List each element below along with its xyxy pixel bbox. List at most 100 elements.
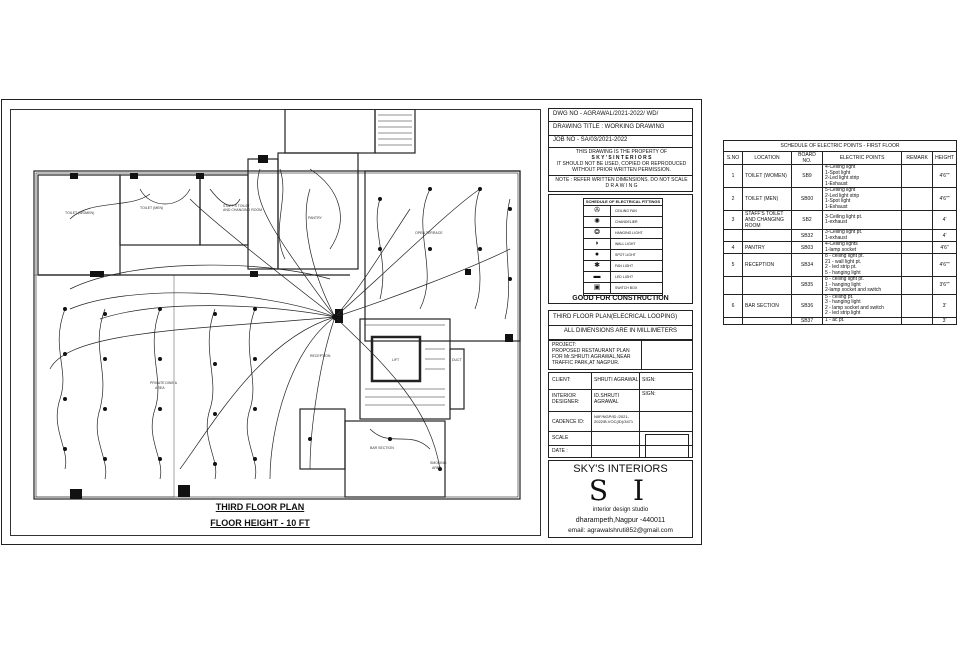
property-owner: S K Y ' S I N T E R I O R S: [591, 155, 652, 161]
row-location: [742, 276, 792, 295]
svg-text:PRIVATE DINE &: PRIVATE DINE &: [150, 381, 178, 385]
svg-text:RECEPTION: RECEPTION: [310, 354, 331, 358]
schedule-header: HEIGHT: [932, 151, 957, 165]
date-label: DATE :: [552, 448, 568, 454]
schedule-header: ELECTRIC POINTS: [821, 151, 903, 165]
legend-label: SPOT LIGHT: [615, 253, 636, 257]
project-info: PROJECT: PROPOSED RESTAURANT PLAN FOR Mr…: [548, 340, 693, 370]
project-text: PROJECT: PROPOSED RESTAURANT PLAN FOR Mr…: [552, 342, 631, 366]
row-sno: [723, 316, 743, 325]
plan-info: THIRD FLOOR PLAN(ELECRICAL LOOPING) ALL …: [548, 310, 693, 340]
point-item: 1 - ac pt.: [825, 316, 845, 323]
svg-text:BAR SECTION: BAR SECTION: [370, 446, 394, 450]
drawing-title: THIRD FLOOR PLAN: [215, 502, 305, 512]
firm-block: SKY'S INTERIORS S I interior design stud…: [548, 460, 693, 538]
svg-text:PANTRY: PANTRY: [308, 216, 323, 220]
point-item: 1-Spot light: [825, 169, 851, 176]
point-item: 5-Ceiling light: [825, 187, 856, 193]
point-item: 2-Led light strip: [825, 192, 860, 199]
row-height: 4'6": [932, 241, 957, 254]
point-item: 4-Ceiling light: [825, 164, 856, 170]
point-item: 5 - hanging light: [825, 269, 861, 276]
row-remark: [901, 187, 934, 211]
schedule-header: S.NO: [723, 151, 743, 165]
cadence-value: NIIF/NGP/ID /2021-2022/B.VOC(ID)/3471: [594, 414, 634, 424]
legend-item: ✱FAN LIGHT: [584, 261, 662, 272]
point-item: 4-Ceiling lights: [825, 241, 858, 247]
floor-plan-drawing: TOILET (WOMEN) TOILET (MEN) STAFF'S TOIL…: [33, 109, 521, 500]
firm-email: email: agrawalshruti852@gmail.com: [568, 527, 673, 534]
dwg-no: DWG NO - AGRAWAL/2021-2022/ WD/: [553, 111, 659, 117]
point-item: 8 - ceiling light pt.: [825, 253, 864, 259]
row-board: SB32: [791, 229, 823, 242]
row-location: RECEPTION: [742, 253, 792, 277]
drawing-sheet: [1, 99, 702, 545]
row-remark: [901, 210, 934, 230]
row-location: BAR SECTION: [742, 293, 792, 318]
point-item: 1-exhaust: [825, 219, 847, 225]
row-height: 3': [932, 316, 957, 325]
stamp-box: [645, 434, 689, 458]
row-sno: 5: [723, 253, 743, 277]
row-location: TOILET (WOMEN): [742, 164, 792, 188]
row-board: SB36: [791, 293, 823, 318]
floor-height-label: FLOOR HEIGHT - 10 FT: [210, 518, 310, 528]
scale-label: SCALE: [552, 435, 569, 441]
point-item: 1-Spot light: [825, 198, 851, 204]
svg-text:AREA: AREA: [432, 466, 442, 470]
legend-label: HANGING LIGHT: [615, 231, 643, 235]
row-sno: [723, 276, 743, 295]
dimensions-note: ALL DIMENSIONS ARE IN MILLIMETERS: [563, 328, 678, 334]
row-height: 4'6"": [932, 187, 957, 211]
row-height: 4'6"": [932, 164, 957, 188]
client-label: CLIENT:: [552, 377, 571, 383]
schedule-title: SCHEDULE OF ELECTRIC POINTS - FIRST FLOO…: [723, 140, 957, 152]
point-item: 8 - ceiling light pt.: [825, 276, 864, 282]
floor-plan-frame: [10, 109, 541, 536]
row-location: [742, 229, 792, 242]
row-location: TOILET (MEN): [742, 187, 792, 211]
client-sign-label: SIGN:: [642, 377, 656, 383]
title-block-header: DWG NO - AGRAWAL/2021-2022/ WD/ DRAWING …: [548, 108, 693, 192]
row-sno: 3: [723, 210, 743, 230]
point-item: 1-exhaust: [825, 234, 847, 241]
row-remark: [901, 316, 934, 325]
point-item: 5 - ceiling pt.: [825, 293, 854, 300]
row-board: SB37: [791, 316, 823, 325]
legend-item: ✇CEILING FAN: [584, 206, 662, 217]
svg-text:LIFT: LIFT: [392, 358, 400, 362]
legend-symbol-icon: ✇: [584, 206, 611, 216]
property-note-3: WITHOUT PRIOR WRITTEN PERMISSION.: [572, 167, 671, 173]
row-board: SB00: [791, 187, 823, 211]
svg-text:SMOKING: SMOKING: [430, 461, 447, 465]
schedule-header: REMARK: [901, 151, 934, 165]
drawing-title-label: DRAWING TITLE : WORKING DRAWING: [553, 124, 665, 130]
client-info: CLIENT: SHRUTI AGRAWAL SIGN: INTERIOR DE…: [548, 372, 693, 458]
point-item: 1-Exhaust: [825, 203, 848, 210]
job-no: JOB NO - SA/03/2021-2022: [553, 137, 628, 143]
legend-symbol-icon: ❂: [584, 228, 611, 238]
designer-sign-label: SIGN:: [642, 391, 656, 397]
row-remark: [901, 164, 934, 188]
legend-label: WALL LIGHT: [615, 242, 636, 246]
row-points: 3-Ceiling light pt.1-exhaust: [821, 210, 903, 230]
svg-text:AREA: AREA: [155, 386, 165, 390]
legend-item: ✺CHANDELIER: [584, 217, 662, 228]
point-item: 2 - led strip light: [825, 310, 861, 316]
row-location: PANTRY: [742, 241, 792, 254]
point-item: 2 - lamp socket and switch: [825, 304, 884, 311]
svg-text:STAFF'S TOILET: STAFF'S TOILET: [223, 204, 251, 208]
point-item: 2-lamp socket and switch: [825, 287, 882, 293]
row-sno: 6: [723, 293, 743, 318]
row-height: 4': [932, 229, 957, 242]
